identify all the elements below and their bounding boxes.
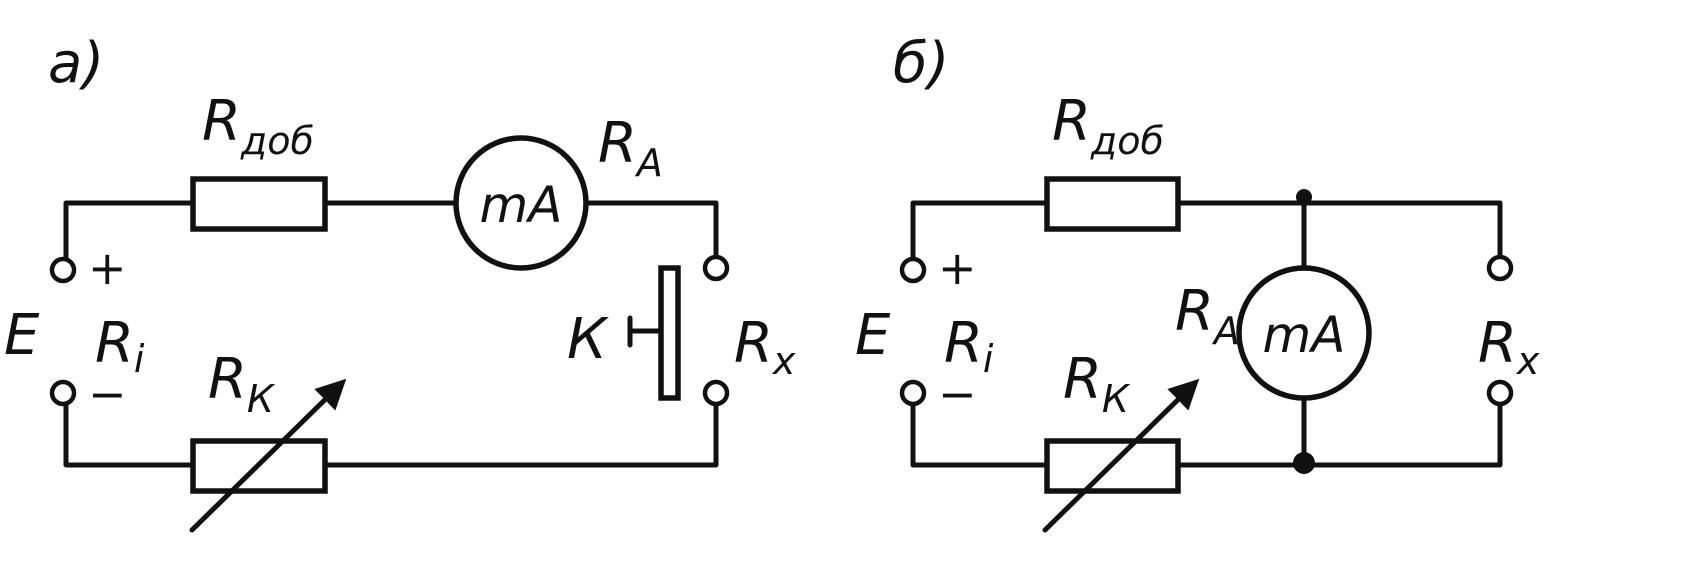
panel-a-rx-label: Rx xyxy=(734,311,796,383)
panel-a-terminal-rx-top xyxy=(702,254,730,282)
panel-b-rx-label: Rx xyxy=(1478,311,1540,383)
panel-a-key-label: К xyxy=(567,307,609,372)
panel-b-milliammeter xyxy=(1236,265,1372,401)
panel-b-terminal-rx-bottom xyxy=(1486,379,1514,407)
panel-a-label: а) xyxy=(48,31,104,96)
panel-b-wire-bottom-left xyxy=(910,400,1050,468)
panel-a-radd-label: Rдоб xyxy=(202,89,314,163)
panel-b-plus-sign: + xyxy=(938,241,977,295)
panel-a-ra-label: RA xyxy=(598,111,663,185)
panel-b-wire-top-right xyxy=(1175,200,1503,261)
panel-b: б) Rдоб mA RA + − E Ri RК Rx xyxy=(855,31,1540,533)
panel-a-key-pushbutton xyxy=(627,315,663,348)
panel-b-source-label: E xyxy=(855,303,891,368)
panel-b-terminal-minus xyxy=(899,379,927,407)
panel-b-rk-label: RК xyxy=(1063,347,1131,421)
panel-a-wire-bottom-right xyxy=(322,400,719,468)
panel-b-ri-label: Ri xyxy=(944,311,994,381)
panel-a-terminal-minus xyxy=(49,379,77,407)
panel-a-terminal-plus xyxy=(49,256,77,284)
panel-a-rk-adjust-arrow xyxy=(189,378,347,533)
panel-a-wire-ammeter-to-right xyxy=(583,200,719,261)
panel-b-junction-bottom xyxy=(1293,452,1315,474)
panel-a-terminal-rx-bottom xyxy=(702,379,730,407)
panel-a-minus-sign: − xyxy=(88,367,127,421)
panel-a-ri-label: Ri xyxy=(95,311,145,381)
panel-b-wire-bottom-right xyxy=(1175,400,1503,468)
panel-b-wire-top-left xyxy=(910,200,1050,263)
panel-b-resistor-radd xyxy=(1044,176,1181,232)
panel-a-source-label: E xyxy=(4,303,40,368)
panel-a-milliammeter xyxy=(453,135,589,271)
panel-a-rk-label: RК xyxy=(208,347,276,421)
panel-b-milliammeter-label: mA xyxy=(1263,306,1346,364)
panel-a: а) Rдоб mA RA + − E Ri RК К Rx xyxy=(4,31,796,533)
panel-b-terminal-plus xyxy=(899,256,927,284)
panel-b-junction-top xyxy=(1296,189,1312,205)
panel-a-plus-sign: + xyxy=(88,241,127,295)
panel-b-minus-sign: − xyxy=(938,367,977,421)
panel-b-label: б) xyxy=(893,31,949,96)
panel-a-resistor-radd xyxy=(190,176,328,232)
panel-a-wire-bottom-left xyxy=(63,400,196,468)
panel-b-terminal-rx-top xyxy=(1486,254,1514,282)
panel-b-radd-label: Rдоб xyxy=(1052,89,1164,163)
panel-a-milliammeter-label: mA xyxy=(480,176,563,234)
panel-b-ra-label: RA xyxy=(1175,279,1240,353)
panel-b-rk-adjust-arrow xyxy=(1042,378,1200,533)
panel-a-wire-top-left xyxy=(63,200,196,263)
panel-a-key-switch xyxy=(658,265,681,401)
